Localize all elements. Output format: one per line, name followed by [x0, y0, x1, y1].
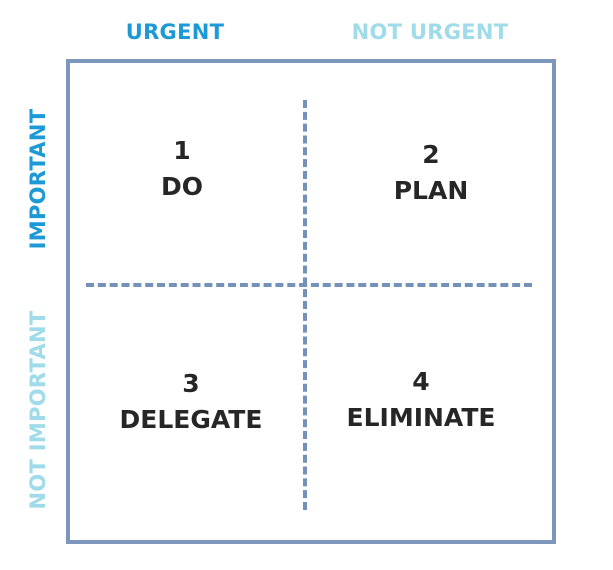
quadrant-action: PLAN [393, 176, 469, 205]
column-label-not-urgent: NOT URGENT [351, 20, 509, 44]
quadrant-number: 2 [422, 140, 440, 169]
row-label-not-important: NOT IMPORTANT [26, 310, 50, 510]
quadrant-number: 4 [412, 367, 430, 396]
column-label-urgent: URGENT [125, 20, 225, 44]
quadrant-plan: 2 PLAN [311, 137, 551, 209]
quadrant-action: ELIMINATE [346, 403, 496, 432]
row-label-important: IMPORTANT [26, 108, 50, 250]
quadrant-number: 1 [173, 136, 191, 165]
quadrant-number: 3 [182, 369, 200, 398]
vertical-divider [303, 100, 307, 510]
matrix-frame [66, 59, 556, 544]
quadrant-do: 1 DO [62, 133, 302, 205]
horizontal-divider [86, 283, 532, 287]
quadrant-eliminate: 4 ELIMINATE [301, 364, 541, 436]
quadrant-action: DELEGATE [119, 405, 263, 434]
quadrant-action: DO [160, 172, 203, 201]
quadrant-delegate: 3 DELEGATE [71, 366, 311, 438]
